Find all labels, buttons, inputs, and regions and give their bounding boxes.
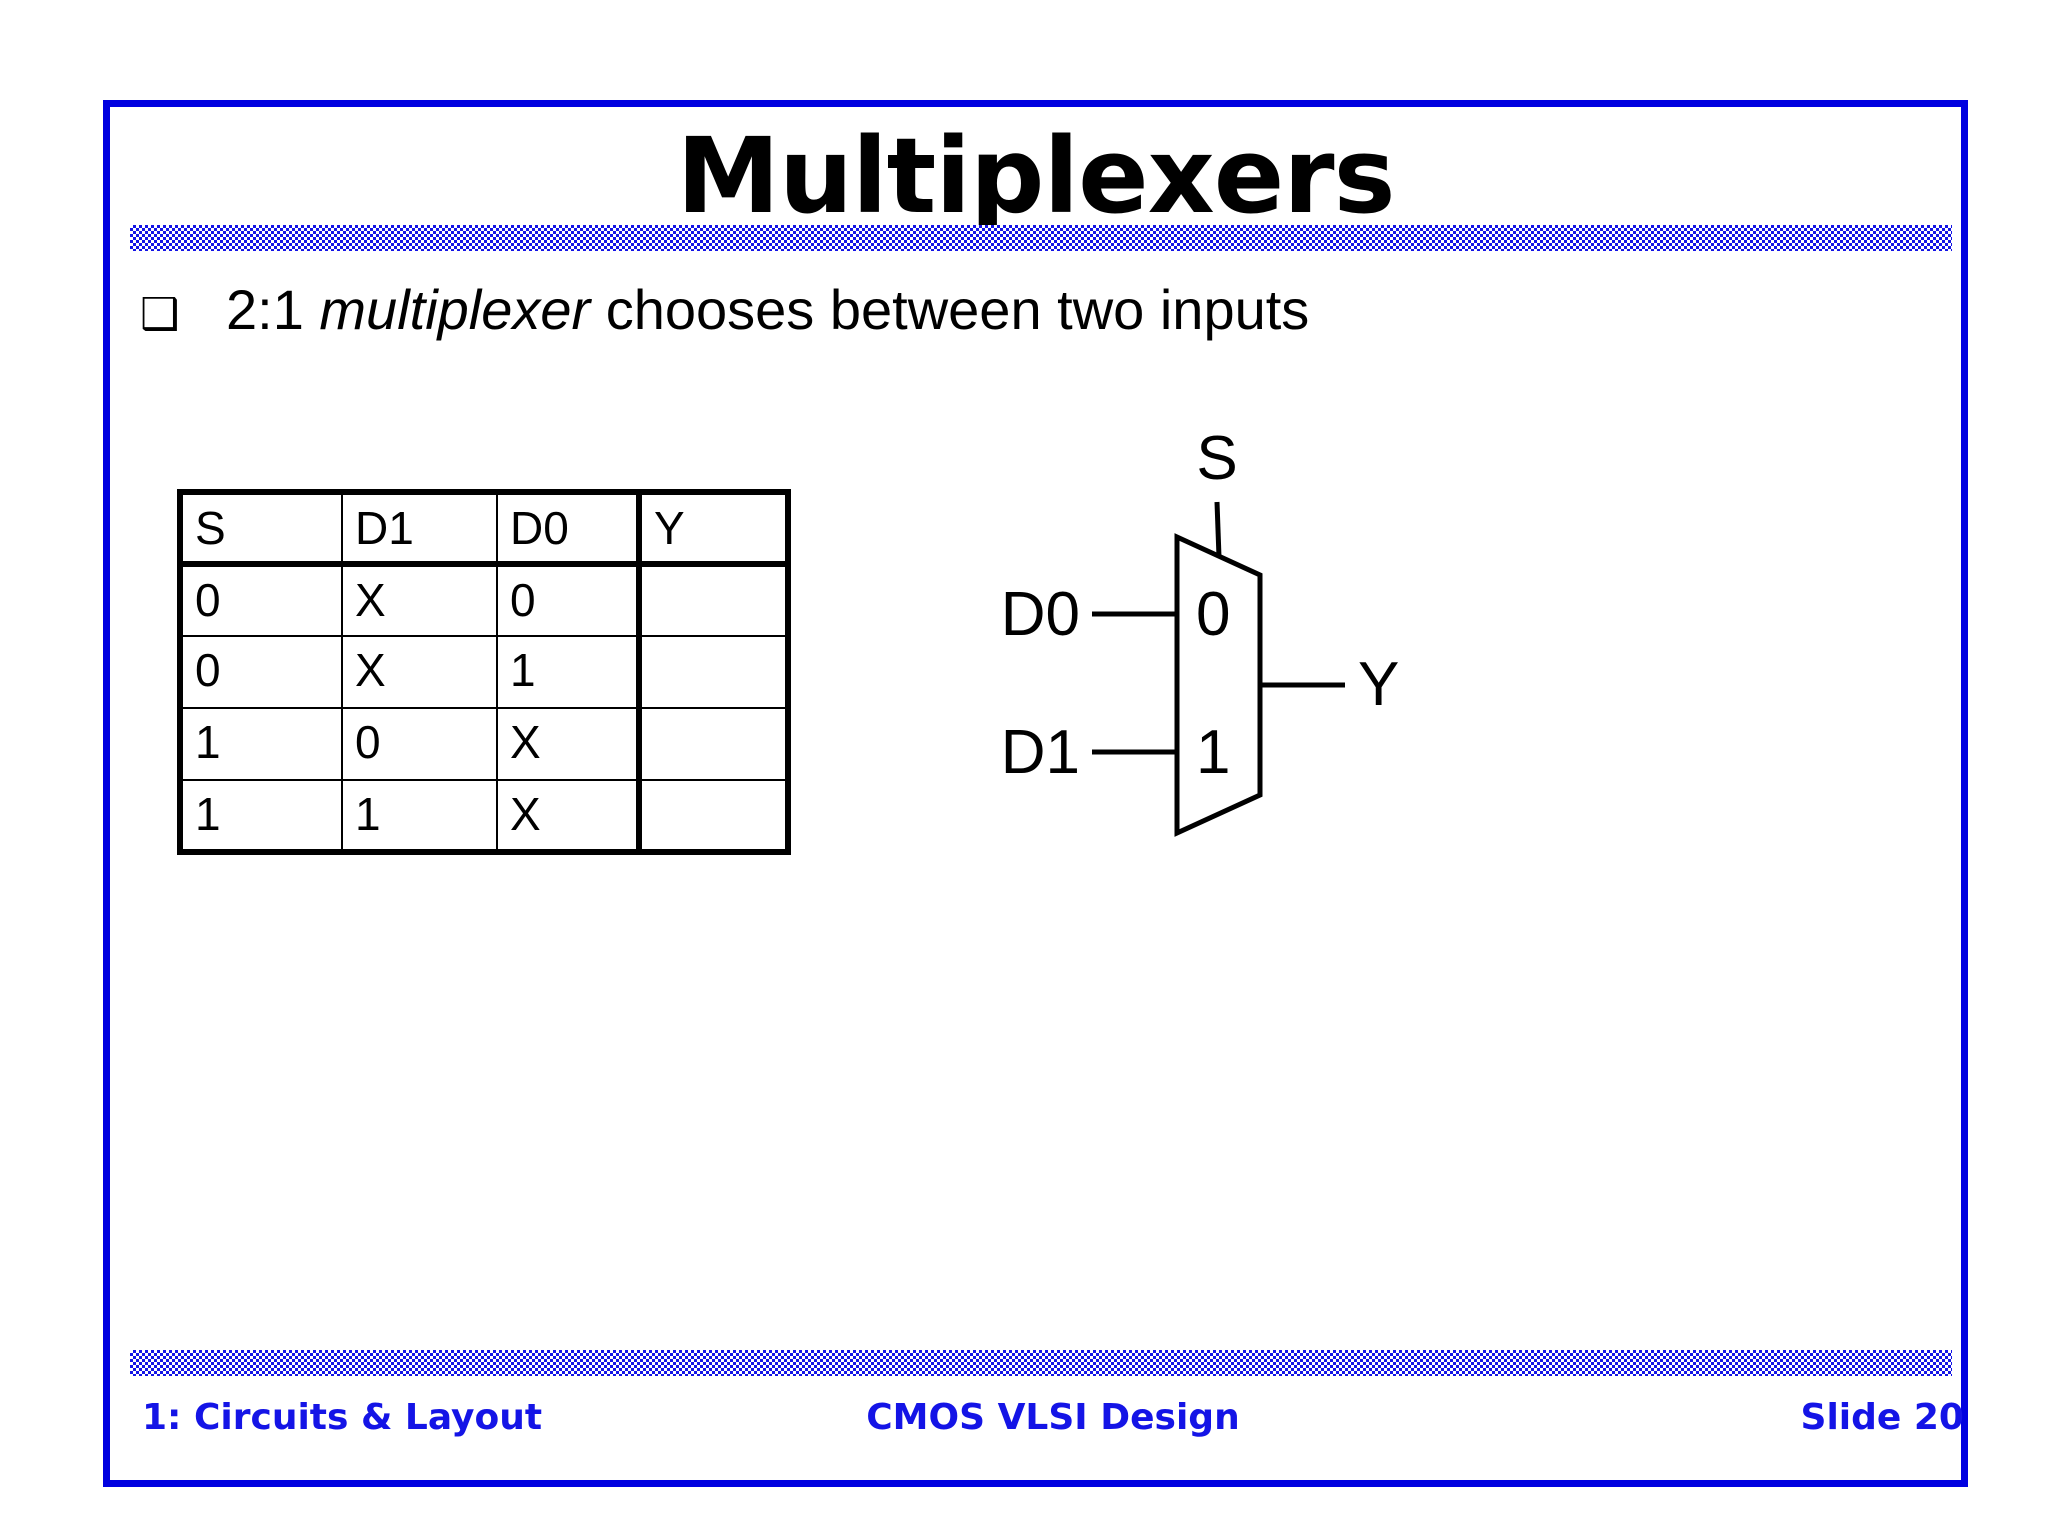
truth-table: S D1 D0 Y 0 X 0 0 X 1 (177, 489, 791, 855)
bullet-text-emphasis: multiplexer (319, 278, 591, 341)
mux-port1-label: 1 (1196, 718, 1230, 787)
cell-d0: 1 (496, 635, 640, 709)
bullet-text-lead: 2:1 (226, 278, 320, 341)
cell-d1: 1 (341, 779, 498, 853)
cell-y (636, 563, 789, 637)
mux-input0-label: D0 (1001, 580, 1080, 649)
column-header-s: S (179, 491, 343, 567)
table-row: 0 X 1 (179, 635, 789, 709)
column-header-d0: D0 (496, 491, 640, 567)
cell-s: 0 (179, 563, 343, 637)
divider-bottom (130, 1350, 1952, 1376)
footer-section-label: 1: Circuits & Layout (142, 1397, 543, 1438)
page-title: Multiplexers (676, 115, 1396, 237)
bullet-square-icon: ❑ (140, 289, 180, 340)
column-header-d1: D1 (341, 491, 498, 567)
bullet-item: ❑ 2:1 multiplexer chooses between two in… (140, 278, 1890, 342)
cell-y (636, 707, 789, 781)
bullet-text: 2:1 multiplexer chooses between two inpu… (226, 278, 1310, 342)
footer-slide-number: Slide 20 (1800, 1397, 1964, 1438)
cell-d0: X (496, 707, 640, 781)
cell-s: 0 (179, 635, 343, 709)
table-header-row: S D1 D0 Y (179, 491, 789, 567)
cell-d1: 0 (341, 707, 498, 781)
mux-output-label: Y (1358, 650, 1399, 719)
cell-d1: X (341, 563, 498, 637)
slide-content: Multiplexers ❑ 2:1 multiplexer chooses b… (110, 107, 1964, 1480)
select-wire (1214, 501, 1222, 558)
cell-d0: X (496, 779, 640, 853)
table-row: 1 1 X (179, 779, 789, 853)
cell-d0: 0 (496, 563, 640, 637)
column-header-y: Y (636, 491, 789, 567)
cell-d1: X (341, 635, 498, 709)
table-row: 1 0 X (179, 707, 789, 781)
footer-book-title: CMOS VLSI Design (866, 1397, 1240, 1438)
slide-footer: 1: Circuits & Layout CMOS VLSI Design Sl… (130, 1397, 1964, 1438)
slide-frame: Multiplexers ❑ 2:1 multiplexer chooses b… (103, 100, 1968, 1487)
table-row: 0 X 0 (179, 563, 789, 637)
divider-top (130, 225, 1952, 251)
mux-select-label: S (1196, 424, 1237, 493)
cell-y (636, 779, 789, 853)
cell-s: 1 (179, 779, 343, 853)
cell-s: 1 (179, 707, 343, 781)
cell-y (636, 635, 789, 709)
mux-schematic: S D0 D1 Y 0 1 (940, 407, 1560, 967)
mux-port0-label: 0 (1196, 580, 1230, 649)
bullet-text-tail: chooses between two inputs (590, 278, 1310, 341)
mux-body-shape (1174, 533, 1263, 837)
mux-input1-label: D1 (1001, 718, 1080, 787)
